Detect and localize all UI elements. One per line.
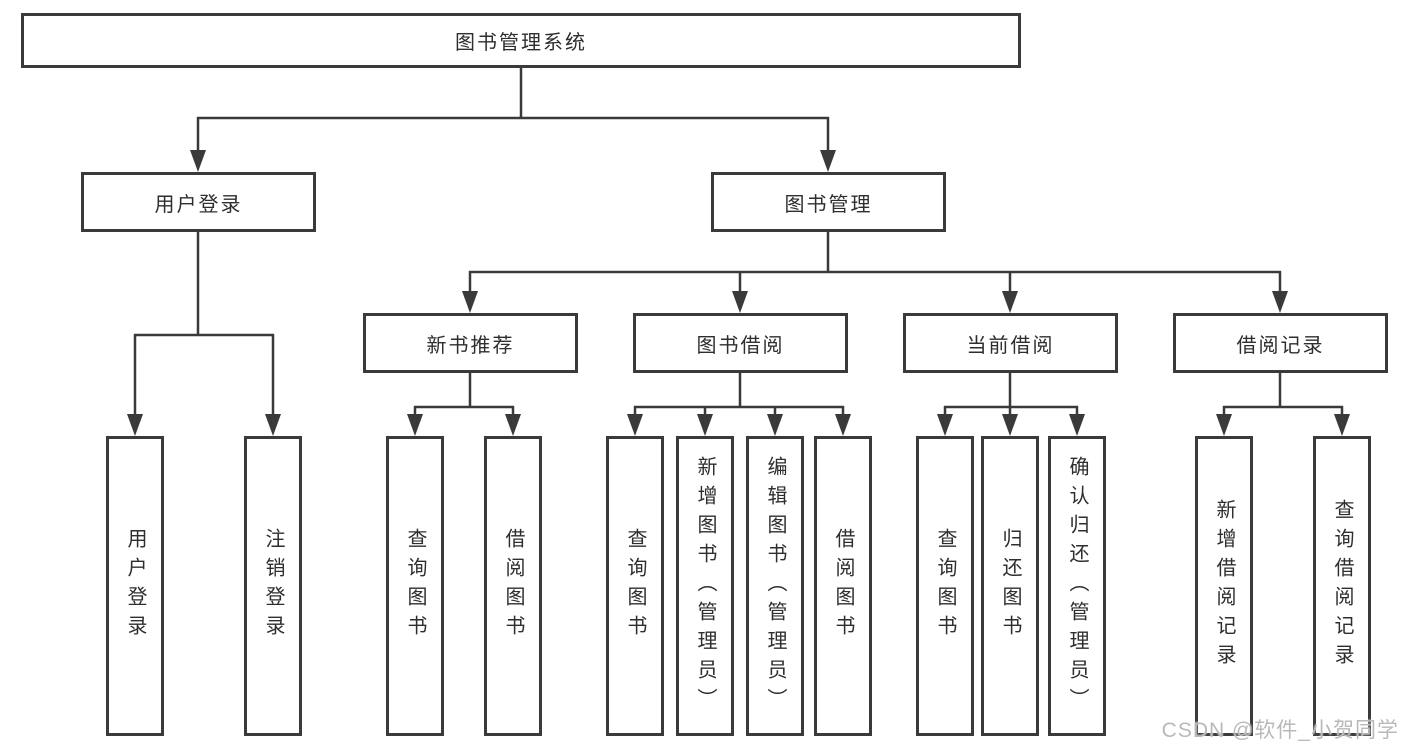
node-add-book-admin: 新增图书（管理员）	[676, 436, 734, 736]
connector-root-to-level2	[190, 68, 836, 172]
node-query-books-borrow: 查询图书	[606, 436, 664, 736]
connector-user-login-branch	[127, 232, 281, 436]
node-root: 图书管理系统	[21, 13, 1021, 68]
connector-book-management-branch	[462, 232, 1288, 313]
connector-book-borrow-branch	[627, 373, 851, 436]
node-borrow-books-borrow: 借阅图书	[814, 436, 872, 736]
connector-new-book-recommend-branch	[407, 373, 521, 436]
node-query-books-current: 查询图书	[916, 436, 974, 736]
node-return-book: 归还图书	[981, 436, 1039, 736]
node-new-book-recommend: 新书推荐	[363, 313, 578, 373]
node-edit-book-admin: 编辑图书（管理员）	[746, 436, 804, 736]
node-borrow-books-recommend: 借阅图书	[484, 436, 542, 736]
node-user-login-leaf: 用户登录	[106, 436, 164, 736]
csdn-watermark: CSDN @软件_小贺同学	[1161, 719, 1399, 742]
node-current-borrow: 当前借阅	[903, 313, 1118, 373]
connector-borrow-records-branch	[1216, 373, 1350, 436]
node-book-borrow: 图书借阅	[633, 313, 848, 373]
node-logout: 注销登录	[244, 436, 302, 736]
node-confirm-return-admin: 确认归还（管理员）	[1048, 436, 1106, 736]
node-book-management: 图书管理	[711, 172, 946, 232]
node-user-login: 用户登录	[81, 172, 316, 232]
node-query-borrow-record: 查询借阅记录	[1313, 436, 1371, 736]
connector-current-borrow-branch	[937, 373, 1085, 436]
node-borrow-records: 借阅记录	[1173, 313, 1388, 373]
node-add-borrow-record: 新增借阅记录	[1195, 436, 1253, 736]
node-query-books-recommend: 查询图书	[386, 436, 444, 736]
